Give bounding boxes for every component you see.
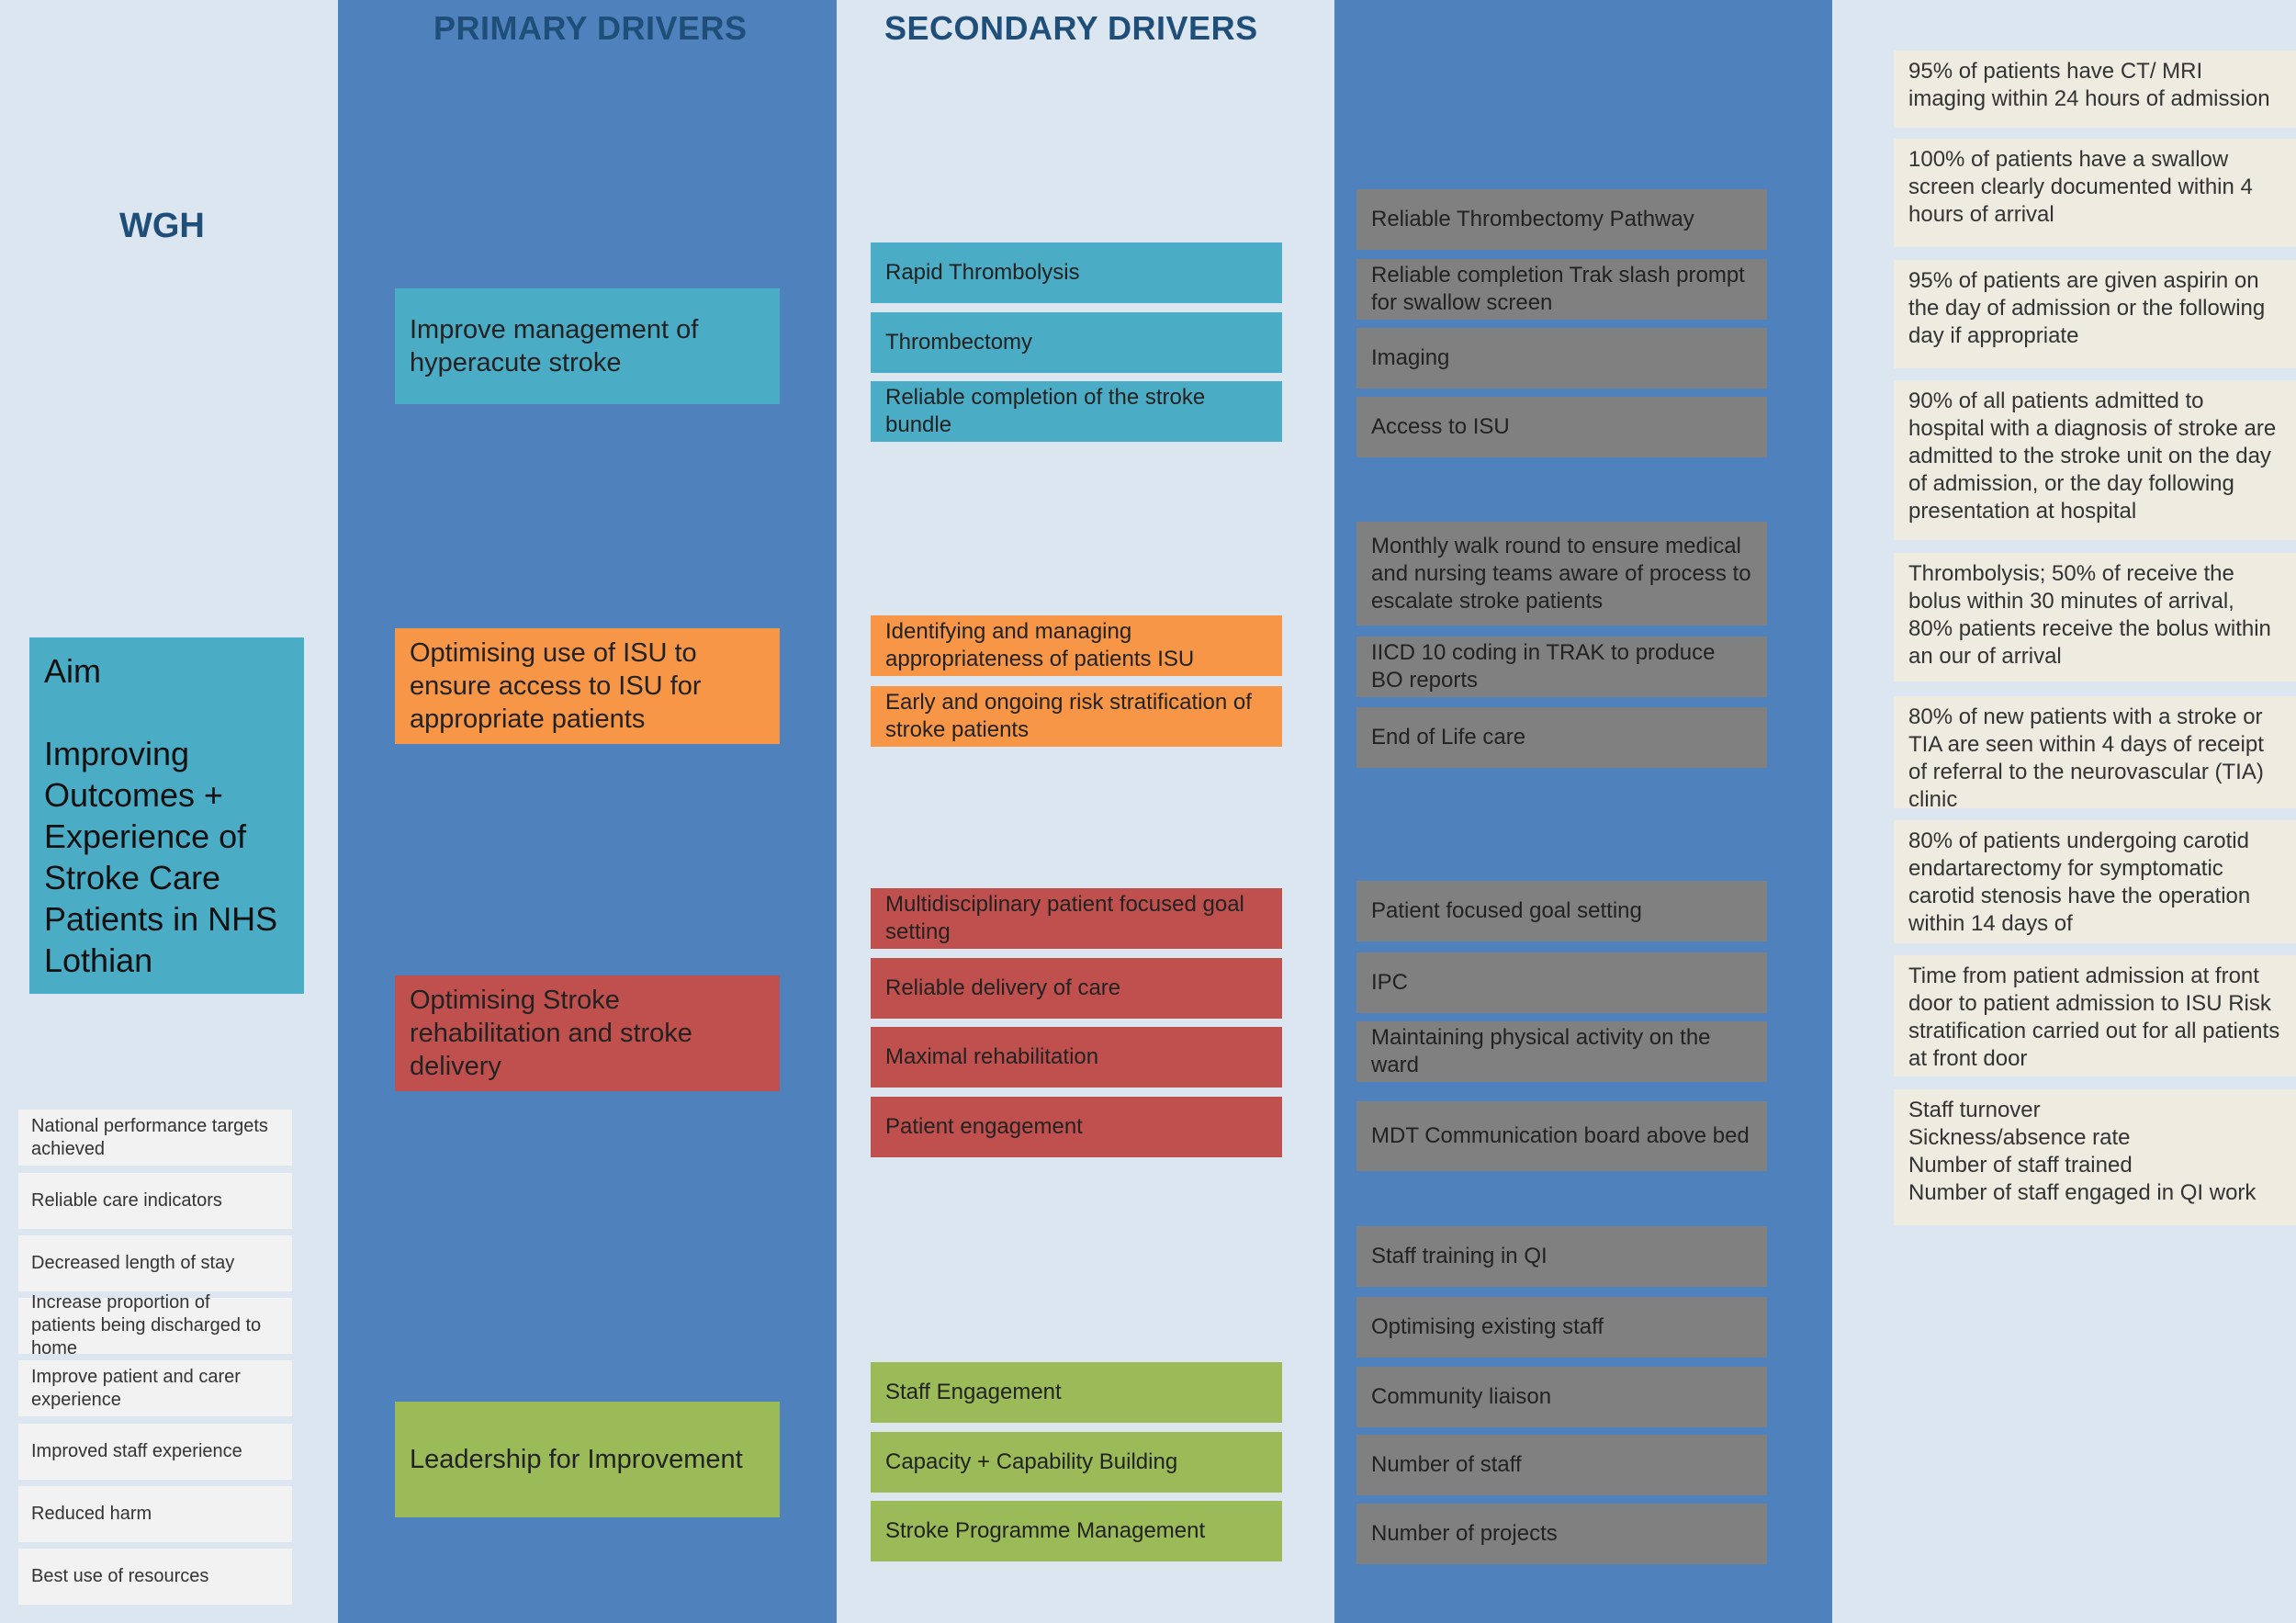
primary-drivers-header: PRIMARY DRIVERS [433, 9, 748, 47]
primary-driver-hyperacute: Improve management of hyperacute stroke [395, 288, 780, 404]
change-idea: MDT Communication board above bed [1356, 1101, 1767, 1171]
secondary-driver: Reliable delivery of care [871, 958, 1282, 1019]
primary-driver-leadership: Leadership for Improvement [395, 1402, 780, 1517]
change-idea: IICD 10 coding in TRAK to produce BO rep… [1356, 637, 1767, 697]
measure-item: 95% of patients are given aspirin on the… [1894, 260, 2296, 368]
change-idea: Monthly walk round to ensure medical and… [1356, 522, 1767, 626]
secondary-driver: Patient engagement [871, 1097, 1282, 1157]
primary-driver-rehab: Optimising Stroke rehabilitation and str… [395, 975, 780, 1091]
measure-item: 95% of patients have CT/ MRI imaging wit… [1894, 51, 2296, 128]
outcome-item: Improve patient and carer experience [18, 1360, 292, 1416]
outcome-item: Increase proportion of patients being di… [18, 1292, 292, 1358]
outcome-item: Reduced harm [18, 1486, 292, 1542]
outcome-item: National performance targets achieved [18, 1110, 292, 1166]
measure-item: 100% of patients have a swallow screen c… [1894, 139, 2296, 247]
change-idea: Number of projects [1356, 1504, 1767, 1564]
primary-column [338, 0, 837, 1623]
change-idea: Access to ISU [1356, 397, 1767, 457]
outcome-item: Reliable care indicators [18, 1173, 292, 1229]
outcome-item: Improved staff experience [18, 1424, 292, 1480]
change-idea: Maintaining physical activity on the war… [1356, 1021, 1767, 1082]
change-idea: IPC [1356, 952, 1767, 1013]
change-idea: Reliable Thrombectomy Pathway [1356, 189, 1767, 250]
secondary-driver: Capacity + Capability Building [871, 1432, 1282, 1493]
measure-item-staff: Staff turnover Sickness/absence rate Num… [1894, 1089, 2296, 1225]
change-idea: Reliable completion Trak slash prompt fo… [1356, 259, 1767, 320]
measure-item: Thrombolysis; 50% of receive the bolus w… [1894, 553, 2296, 682]
aim-box: Aim Improving Outcomes + Experience of S… [29, 637, 304, 994]
change-idea: Imaging [1356, 328, 1767, 389]
secondary-driver: Rapid Thrombolysis [871, 242, 1282, 303]
change-idea: Community liaison [1356, 1367, 1767, 1427]
outcome-item: Best use of resources [18, 1549, 292, 1605]
primary-driver-isu: Optimising use of ISU to ensure access t… [395, 628, 780, 744]
aim-label: Aim [44, 652, 101, 690]
secondary-driver: Reliable completion of the stroke bundle [871, 381, 1282, 442]
secondary-driver: Maximal rehabilitation [871, 1027, 1282, 1088]
secondary-driver: Early and ongoing risk stratification of… [871, 686, 1282, 747]
measure-item: Time from patient admission at front doo… [1894, 955, 2296, 1076]
site-label: WGH [119, 207, 205, 245]
change-idea: End of Life care [1356, 707, 1767, 768]
measure-item: 80% of new patients with a stroke or TIA… [1894, 696, 2296, 812]
secondary-driver: Staff Engagement [871, 1362, 1282, 1423]
secondary-driver: Identifying and managing appropriateness… [871, 615, 1282, 676]
change-idea: Patient focused goal setting [1356, 881, 1767, 941]
change-idea: Number of staff [1356, 1435, 1767, 1495]
outcome-item: Decreased length of stay [18, 1235, 292, 1291]
change-idea: Optimising existing staff [1356, 1297, 1767, 1358]
aim-text: Improving Outcomes + Experience of Strok… [44, 735, 278, 979]
secondary-driver: Stroke Programme Management [871, 1501, 1282, 1561]
secondary-driver: Thrombectomy [871, 312, 1282, 373]
measure-item: 80% of patients undergoing carotid endar… [1894, 820, 2296, 943]
secondary-driver: Multidisciplinary patient focused goal s… [871, 888, 1282, 949]
measure-item: 90% of all patients admitted to hospital… [1894, 380, 2296, 540]
secondary-drivers-header: SECONDARY DRIVERS [884, 9, 1258, 47]
change-idea: Staff training in QI [1356, 1226, 1767, 1287]
